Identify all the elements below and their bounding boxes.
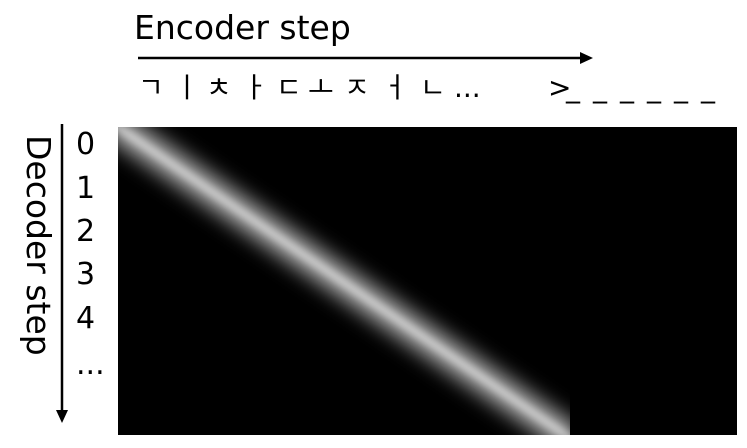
decoder-step-number: ... [76,347,105,382]
attention-alignment-band [118,127,570,435]
decoder-step-label: Decoder step [19,135,58,356]
encoder-token: _ [701,71,715,104]
heatmap-background [118,127,737,435]
encoder-token: _ [674,71,688,104]
decoder-step-number: 4 [76,301,96,336]
encoder-token: _ [647,71,661,104]
encoder-token: ㅣ [174,71,200,104]
encoder-token: ㅈ [344,71,370,104]
encoder-token: > [548,71,572,104]
attention-heatmap [118,127,737,435]
encoder-token: _ [566,71,580,104]
encoder-token: ㅗ [308,71,334,104]
encoder-step-label: Encoder step [134,8,351,47]
decoder-step-number: 2 [76,214,96,249]
encoder-token: ㄱ [138,71,164,104]
encoder-token: _ [593,71,607,104]
decoder-axis-arrow [56,124,68,423]
decoder-step-number: 1 [76,171,96,206]
encoder-token: ㄷ [276,71,302,104]
encoder-axis-arrow [138,52,593,64]
encoder-token: ... [454,71,481,104]
encoder-token-row: ㄱ ㅣ ㅊ ㅏ ㄷ ㅗ ㅈ ㅓ ㄴ ... > _ _ _ _ _ _ [138,70,738,106]
decoder-step-number: 3 [76,257,96,292]
encoder-token: ㄴ [420,71,446,104]
decoder-step-number: 0 [76,127,96,162]
encoder-token: _ [620,71,634,104]
encoder-token: ㅏ [242,71,268,104]
encoder-token: ㅊ [206,71,232,104]
encoder-token: ㅓ [382,71,408,104]
